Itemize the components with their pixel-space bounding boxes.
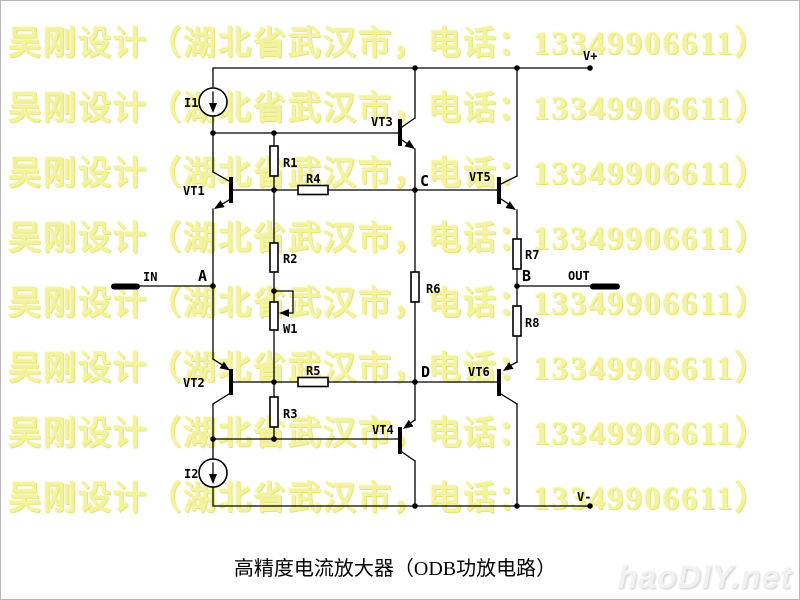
v-plus-label: V+ (583, 49, 597, 63)
w1-label: W1 (283, 322, 297, 336)
resistor-r3: R3 (269, 379, 297, 440)
resistor-r5: R5 (273, 364, 416, 388)
r5-label: R5 (306, 364, 320, 378)
watermark-row: 吴刚设计（湖北省武汉市，电话：13349906611） (8, 221, 770, 257)
power-rails: V+ V- (212, 49, 597, 509)
r6-label: R6 (426, 282, 440, 296)
i2-label: I2 (184, 467, 198, 481)
node-d-label: D (421, 363, 430, 381)
node-b-label: B (522, 267, 531, 285)
watermark-row: 吴刚设计（湖北省武汉市，电话：13349906611） (8, 156, 770, 192)
resistor-r1: R1 (269, 132, 297, 191)
vt2-label: VT2 (183, 376, 205, 390)
transistor-vt4: VT4 (372, 381, 418, 509)
vt6-label: VT6 (468, 365, 490, 379)
transistor-vt6: VT6 (414, 361, 520, 509)
resistor-r7: R7 (512, 238, 539, 287)
r8-label: R8 (525, 316, 539, 330)
watermark-row: 吴刚设计（湖北省武汉市，电话：13349906611） (8, 481, 770, 517)
resistor-r8: R8 (512, 285, 539, 363)
vt1-label: VT1 (183, 184, 205, 198)
r3-label: R3 (283, 407, 297, 421)
vt4-label: VT4 (372, 423, 394, 437)
r7-label: R7 (525, 248, 539, 262)
circuit-caption: 高精度电流放大器（ODB功放电路） (233, 558, 557, 580)
resistor-r6: C D R6 (410, 172, 440, 385)
watermark-row: 吴刚设计（湖北省武汉市，电话：13349906611） (8, 26, 770, 62)
wires (210, 115, 399, 460)
watermark-row: 吴刚设计（湖北省武汉市，电话：13349906611） (8, 91, 770, 127)
in-label: IN (143, 270, 157, 284)
r1-label: R1 (283, 156, 297, 170)
v-minus-label: V- (577, 490, 591, 504)
resistor-r4: R4 (273, 172, 416, 196)
out-label: OUT (568, 269, 590, 283)
node-a-label: A (198, 267, 207, 285)
transistor-vt1: VT1 (183, 171, 275, 209)
watermark-row: 吴刚设计（湖北省武汉市，电话：13349906611） (8, 351, 770, 387)
transistor-vt5: VT5 (414, 65, 520, 240)
current-source-i1: I1 (184, 87, 228, 117)
vt5-label: VT5 (469, 170, 491, 184)
watermark-row: 吴刚设计（湖北省武汉市，电话：13349906611） (8, 286, 770, 322)
input-terminal: IN A (111, 267, 216, 290)
node-c-label: C (420, 172, 429, 190)
transistor-vt3: VT3 (371, 65, 418, 191)
r2-label: R2 (283, 252, 297, 266)
resistor-r2: R2 (269, 187, 297, 303)
r4-label: R4 (306, 172, 320, 186)
vt3-label: VT3 (371, 115, 393, 129)
watermark-row: 吴刚设计（湖北省武汉市，电话：13349906611） (8, 416, 770, 452)
potentiometer-w1: W1 (269, 288, 297, 398)
current-source-i2: I2 (184, 458, 228, 488)
site-logo: haoDIY.net (617, 559, 792, 595)
transistor-vt2: VT2 (183, 358, 275, 405)
i1-label: I1 (184, 96, 198, 110)
output-terminal: B OUT (514, 267, 620, 290)
